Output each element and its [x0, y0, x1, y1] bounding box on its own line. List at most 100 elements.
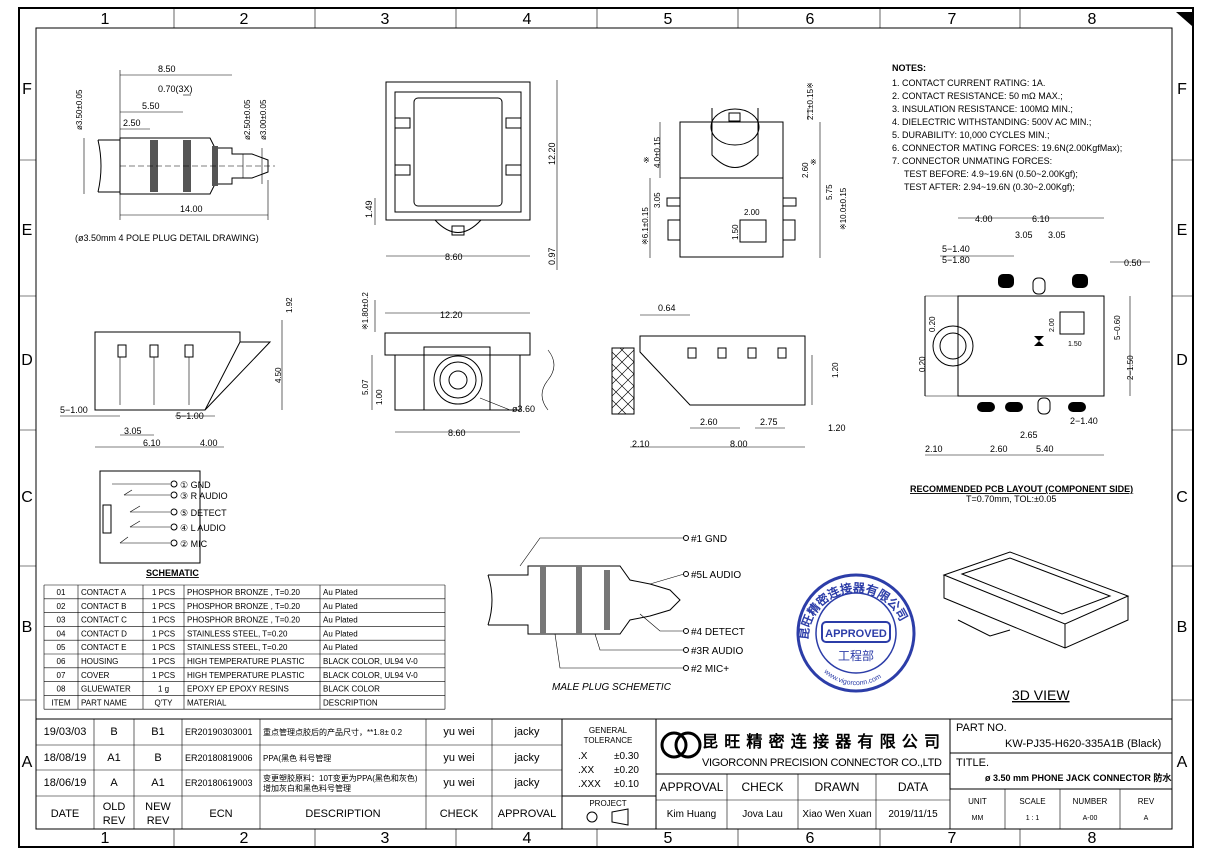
revision-header: DATE	[51, 808, 80, 820]
dim-pcb-2-10: 2.10	[925, 444, 943, 454]
bom-cell: 1 PCS	[152, 629, 175, 638]
dim-1-49: 1.49	[364, 200, 374, 218]
dim-1-92: 1.92	[285, 297, 294, 313]
bom-cell: PHOSPHOR BRONZE , T=0.20	[187, 588, 301, 597]
schematic-pin-icon	[170, 539, 178, 547]
column-marker-top: 1	[101, 11, 110, 28]
side-view: 1.92 4.50 5−1.00 3.05 5−1.00 6.10 4.00	[60, 297, 294, 448]
row-marker-left: D	[21, 352, 33, 369]
dim-8-60-front: 8.60	[448, 428, 466, 438]
dim-pcb-3-05-a: 3.05	[1015, 230, 1033, 240]
signoff-label: APPROVAL	[660, 780, 724, 794]
dim-3-05-side: 3.05	[124, 426, 142, 436]
bom-cell: PHOSPHOR BRONZE , T=0.20	[187, 602, 301, 611]
title-label: TITLE.	[956, 757, 989, 769]
dim-pcb-5-1-80: 5−1.80	[942, 255, 970, 265]
top-view: 12.20 1.49 8.60 0.97	[364, 80, 558, 270]
dim-5-07: 5.07	[361, 379, 370, 395]
bom-cell: Au Plated	[323, 602, 358, 611]
note-5: 5. DURABILITY: 10,000 CYCLES MIN.;	[892, 130, 1050, 140]
bom-cell: MATERIAL	[187, 698, 227, 707]
bom-cell: PART NAME	[81, 698, 127, 707]
row-marker-left: F	[22, 81, 32, 98]
company-name-en: VIGORCONN PRECISION CONNECTOR CO.,LTD	[702, 757, 942, 769]
bom-cell: STAINLESS STEEL, T=0.20	[187, 629, 288, 638]
notes-block: NOTES: 1. CONTACT CURRENT RATING: 1A. 2.…	[892, 63, 1122, 192]
bom-cell: 03	[57, 616, 66, 625]
dim-mark-2: ※	[810, 158, 817, 167]
note-3: 3. INSULATION RESISTANCE: 100MΩ MIN.;	[892, 104, 1073, 114]
bom-cell: BLACK COLOR, UL94 V-0	[323, 671, 418, 680]
dim-dia-3-60: ø3.60	[512, 404, 535, 414]
dim-10-0: ※10.0±0.15	[839, 187, 848, 230]
schematic-pin-label: ② MIC	[180, 539, 208, 549]
row-marker-right: B	[1177, 619, 1188, 636]
revision-cell: 变更塑胶原料：10T变更为PPA(黑色和灰色)	[263, 773, 418, 783]
dim-0-97: 0.97	[547, 247, 557, 265]
revision-cell: yu wei	[443, 726, 474, 738]
schematic-label: SCHEMATIC	[146, 568, 199, 578]
bom-cell: PHOSPHOR BRONZE , T=0.20	[187, 616, 301, 625]
bom-cell: 01	[57, 588, 66, 597]
dim-pcb-5-1-40: 5−1.40	[942, 244, 970, 254]
plug-pin-icon	[683, 647, 689, 653]
company-logo-icon	[660, 731, 702, 759]
tolerance-title: GENERAL	[589, 726, 628, 735]
bom-cell: HOUSING	[81, 657, 118, 666]
bom-cell: 07	[57, 671, 66, 680]
row-marker-left: C	[21, 489, 33, 506]
dim-6-1: ※6.1±0.15	[641, 207, 650, 245]
bom-cell: BLACK COLOR	[323, 685, 380, 694]
column-marker-top: 2	[240, 11, 249, 28]
revision-header: APPROVAL	[498, 808, 557, 820]
signoff-value: Kim Huang	[667, 809, 716, 820]
plug-pin-label: #5L AUDIO	[691, 570, 741, 581]
dim-dia-3-00: ø3.00±0.05	[259, 99, 268, 140]
bom-cell: CONTACT E	[81, 643, 126, 652]
revision-cell: PPA(黑色 料号管理	[263, 753, 331, 763]
dim-pcb-1-50: 1.50	[1068, 341, 1082, 348]
revision-cell: ER20180819006	[185, 753, 253, 763]
dim-pcb-4-00: 4.00	[975, 214, 993, 224]
titleblock-field-value: A	[1144, 815, 1149, 822]
tolerance-value: ±0.10	[614, 779, 639, 790]
revision-cell: jacky	[513, 726, 540, 738]
dim-mark: ※	[643, 156, 650, 165]
revision-cell: 19/03/03	[44, 726, 87, 738]
stamp-dept: 工程部	[838, 648, 874, 663]
bom-cell: Au Plated	[323, 588, 358, 597]
column-marker-bottom: 1	[101, 830, 110, 847]
dim-pcb-2-1-50: 2−1.50	[1126, 355, 1135, 380]
signoff-value: 2019/11/15	[888, 809, 938, 820]
column-marker-top: 7	[948, 11, 957, 28]
bom-cell: 1 PCS	[152, 643, 175, 652]
bom-cell: 1 PCS	[152, 671, 175, 680]
dim-6-10-side: 6.10	[143, 438, 161, 448]
stamp-approved: APPROVED	[825, 628, 887, 640]
row-marker-right: C	[1176, 489, 1188, 506]
row-marker-right: F	[1177, 81, 1187, 98]
revision-cell: B1	[151, 726, 164, 738]
dim-1-20-bottom: 1.20	[828, 423, 846, 433]
dim-2-10-rear: 2.10	[632, 439, 650, 449]
bom-cell: 1 g	[158, 685, 169, 694]
revision-cell: A1	[151, 777, 164, 789]
plug-pin-label: #4 DETECT	[691, 627, 745, 638]
dim-2-60-rear: 2.60	[700, 417, 718, 427]
row-marker-right: D	[1176, 352, 1188, 369]
part-no-value: KW-PJ35-H620-335A1B (Black)	[1005, 738, 1161, 750]
note-6: 6. CONNECTOR MATING FORCES: 19.6N(2.00Kg…	[892, 143, 1122, 153]
revision-header: REV	[103, 815, 126, 827]
bom-cell: ITEM	[51, 698, 70, 707]
dim-3-05: 3.05	[653, 192, 662, 208]
titleblock-field-value: MM	[972, 815, 984, 822]
revision-cell: jacky	[513, 752, 540, 764]
bom-cell: 06	[57, 657, 66, 666]
dim-1-00-front: 1.00	[375, 389, 384, 405]
revision-header: OLD	[103, 801, 126, 813]
